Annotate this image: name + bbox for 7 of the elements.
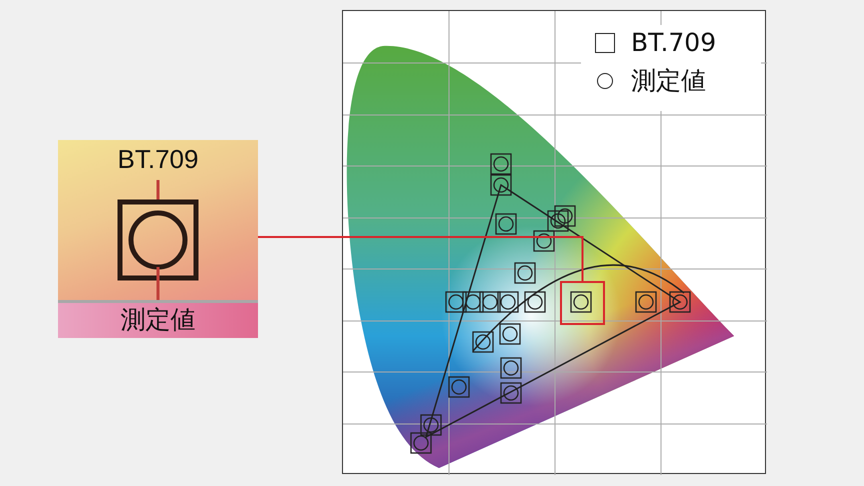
- leader-line: [258, 236, 584, 281]
- legend-label: BT.709: [631, 27, 716, 59]
- legend-label: 測定値: [631, 65, 706, 97]
- marker-label: 測定値: [58, 300, 258, 338]
- callout-card: [58, 140, 258, 338]
- marker-label: BT.709: [116, 143, 200, 176]
- highlight-box: [560, 281, 605, 325]
